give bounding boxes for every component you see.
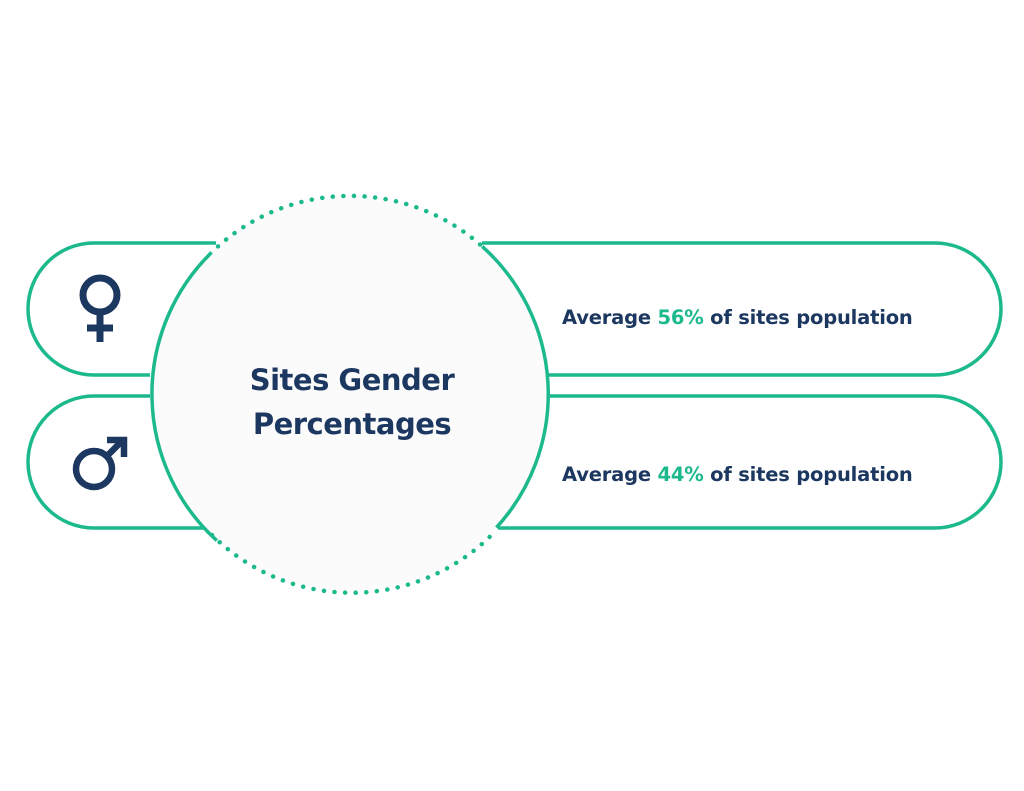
female-stat: Average 56% of sites population xyxy=(562,305,982,331)
diagram-title: Sites Gender Percentages xyxy=(192,358,512,446)
female-stat-suffix: of sites population xyxy=(710,306,913,329)
male-stat-suffix: of sites population xyxy=(710,463,913,486)
male-stat-value: 44% xyxy=(657,463,704,486)
male-symbol-icon xyxy=(72,436,128,491)
male-row-outline-right xyxy=(498,394,1003,530)
diagram-title-line-2: Percentages xyxy=(252,407,452,441)
center-circle-dotted-bottom xyxy=(209,527,499,595)
female-symbol-icon xyxy=(79,274,121,342)
male-row-outline xyxy=(26,394,206,530)
male-stat: Average 44% of sites population xyxy=(562,462,982,488)
male-stat-prefix: Average xyxy=(562,463,651,486)
center-circle-solid-arc xyxy=(150,251,218,542)
diagram-title-line-1: Sites Gender xyxy=(249,363,455,397)
center-circle-solid-arc-right xyxy=(481,245,550,529)
female-stat-prefix: Average xyxy=(562,306,651,329)
center-circle-dotted-top xyxy=(215,193,485,249)
female-stat-value: 56% xyxy=(657,306,704,329)
female-row-outline-right xyxy=(482,241,1003,377)
female-row-outline xyxy=(26,241,216,377)
center-circle-fill xyxy=(152,196,548,592)
